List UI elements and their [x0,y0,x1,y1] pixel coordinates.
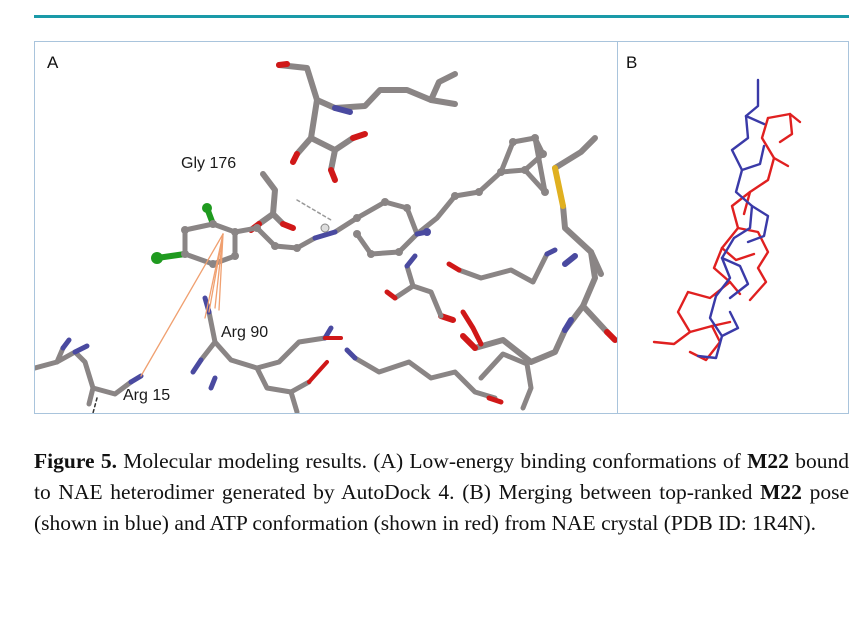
header-rule [34,15,849,18]
compound-name-1: M22 [747,449,789,473]
panel-a-label: A [47,53,59,72]
residue-label-gly176: Gly 176 [181,155,236,172]
caption-text-2: bound to NAE heterodimer generated by Au… [34,449,849,504]
figure-caption: Figure 5. Molecular modeling results. (A… [34,446,849,539]
panel-a-docking-image: A Gly 176 Arg 90 Arg 15 [35,53,617,413]
panel-divider [617,41,618,414]
panel-b-label: B [626,53,637,72]
figure-number: Figure 5. [34,449,117,473]
caption-text-3: pose (shown in blue) and ATP conformatio… [34,480,849,535]
panel-b-overlay-image: B [626,53,802,362]
caption-text-1: Molecular modeling results. (A) Low-ener… [116,449,748,473]
compound-name-2: M22 [760,480,802,504]
residue-label-arg90: Arg 90 [221,324,268,341]
residue-label-arg15: Arg 15 [123,387,170,404]
